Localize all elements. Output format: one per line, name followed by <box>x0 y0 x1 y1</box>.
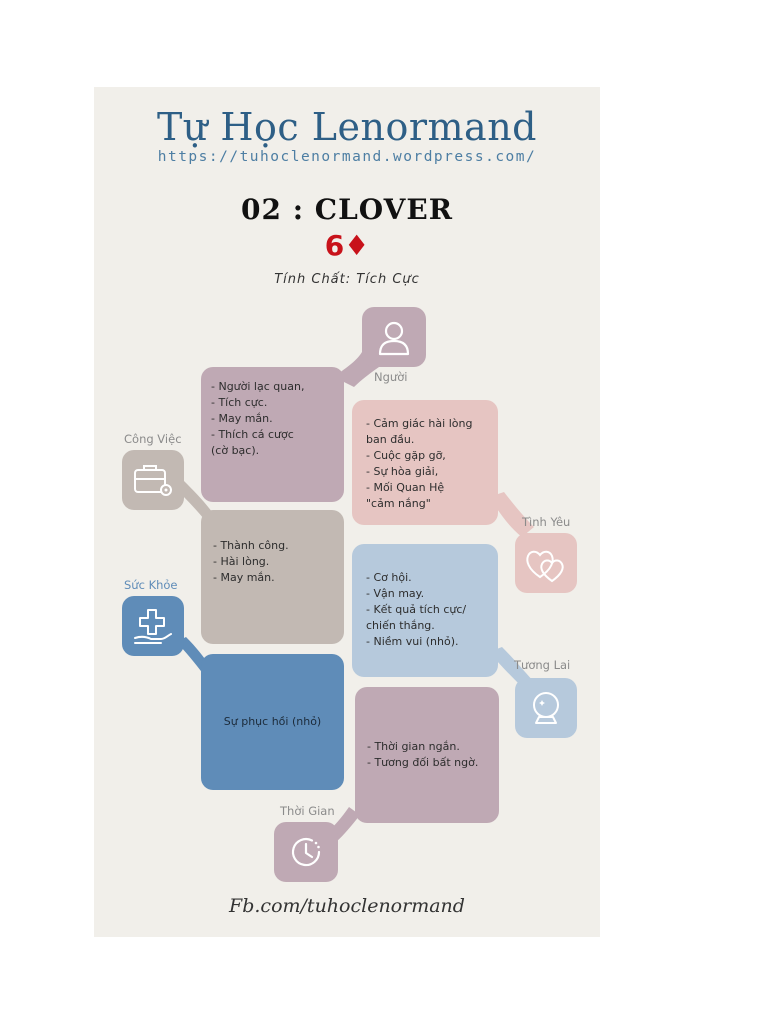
thoi-gian-icon-box <box>274 822 338 882</box>
tuong-lai-label: Tương Lai <box>514 658 571 672</box>
suc-khoe-text: Sự phục hồi (nhỏ) <box>223 715 322 728</box>
suc-khoe-label: Sức Khỏe <box>124 578 178 592</box>
cong-viec-text-box: - Thành công. - Hài lòng. - May mắn. <box>201 510 344 644</box>
suc-khoe-icon-box <box>122 596 184 656</box>
thoi-gian-text-box: - Thời gian ngắn. - Tương đối bất ngờ. <box>355 687 499 823</box>
clock-icon <box>291 837 321 867</box>
tinh-yeu-icon-box <box>515 533 577 593</box>
cong-viec-label: Công Việc <box>124 432 182 446</box>
health-cross-hand-icon <box>134 609 172 644</box>
page-title: Tự Học Lenormand <box>156 105 537 149</box>
website-url[interactable]: https://tuhoclenormand.wordpress.com/ <box>157 149 537 165</box>
tuong-lai-text-box: - Cơ hội. - Vận may. - Kết quả tích cực/… <box>352 544 498 677</box>
infographic-card: Tự Học Lenormand https://tuhoclenormand.… <box>94 87 600 937</box>
crystal-ball-icon <box>533 692 559 724</box>
facebook-link[interactable]: Fb.com/tuhoclenormand <box>229 895 465 917</box>
thoi-gian-label: Thời Gian <box>280 804 335 818</box>
card-suit: 6♦ <box>324 229 370 262</box>
card-property: Tính Chất: Tích Cực <box>274 272 420 287</box>
tinh-yeu-label: Tình Yêu <box>522 515 571 529</box>
nguoi-label: Người <box>374 370 408 384</box>
connector-shapes <box>174 352 534 842</box>
nguoi-icon-box <box>362 307 426 367</box>
hearts-icon <box>526 550 564 583</box>
card-name: 02 : CLOVER <box>240 193 453 226</box>
tinh-yeu-text-box: - Cảm giác hài lòng ban đầu. - Cuộc gặp … <box>352 400 498 525</box>
tuong-lai-icon-box <box>515 678 577 738</box>
briefcase-gear-icon <box>134 465 172 496</box>
suc-khoe-text-box: Sự phục hồi (nhỏ) <box>201 654 344 790</box>
cong-viec-icon-box <box>122 450 184 510</box>
person-icon <box>378 321 410 356</box>
nguoi-text-box: - Người lạc quan, - Tích cực. - May mắn.… <box>201 367 344 502</box>
